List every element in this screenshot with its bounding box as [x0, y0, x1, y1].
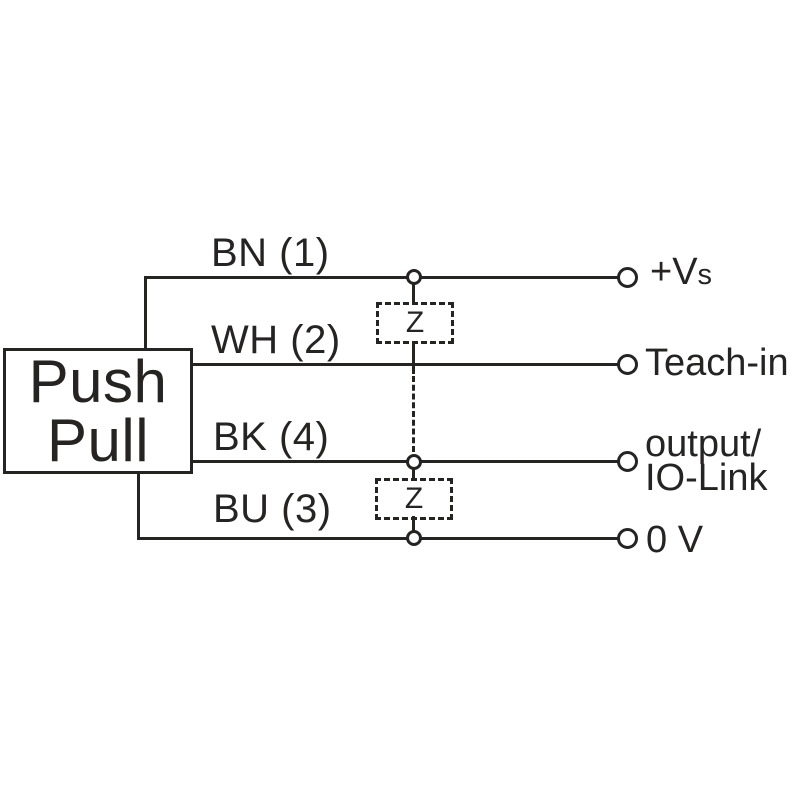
dash-line-start-tick: [412, 363, 415, 374]
terminal-circle-supply: [617, 267, 638, 288]
bn-wire: [144, 276, 620, 279]
terminal-label-output-line2: IO-Link: [645, 457, 768, 499]
wire-label-bu: BU (3): [213, 487, 332, 531]
z2-bottom-connector: [412, 516, 415, 532]
device-box: Push Pull: [3, 348, 193, 474]
wh-wire: [193, 363, 620, 366]
terminal-label-ground: 0 V: [646, 519, 704, 561]
impedance-symbol-2: Z: [404, 482, 424, 515]
junction-node-bk: [406, 454, 422, 470]
terminal-label-output: output/ IO-Link: [645, 423, 768, 499]
terminal-label-output-line1: output/: [645, 423, 762, 465]
z1-bottom-connector: [412, 341, 415, 366]
terminal-circle-teach-in: [617, 354, 638, 375]
terminal-label-supply-main: +V: [650, 251, 698, 293]
impedance-box-1: Z: [376, 302, 454, 344]
terminal-circle-ground: [617, 528, 638, 549]
terminal-label-supply-sub: s: [697, 259, 713, 291]
terminal-label-teach-in: Teach-in: [645, 342, 789, 384]
impedance-symbol-1: Z: [405, 306, 425, 339]
bu-wire: [137, 537, 620, 540]
terminal-label-supply: +Vs: [650, 253, 712, 291]
bu-wire-drop: [137, 474, 140, 540]
z1-top-connector: [412, 283, 415, 304]
impedance-dashed-line: [412, 376, 415, 452]
impedance-box-2: Z: [375, 478, 453, 520]
junction-node-bu: [406, 530, 422, 546]
terminal-circle-output: [617, 451, 638, 472]
bn-wire-riser: [144, 276, 147, 348]
wire-label-wh: WH (2): [211, 318, 341, 362]
device-label-line1: Push: [28, 348, 168, 415]
device-label-line2: Pull: [46, 407, 150, 474]
wire-label-bk: BK (4): [213, 415, 330, 459]
wire-label-bn: BN (1): [211, 231, 330, 275]
junction-node-bn: [406, 269, 422, 285]
z2-top-connector: [412, 467, 415, 480]
